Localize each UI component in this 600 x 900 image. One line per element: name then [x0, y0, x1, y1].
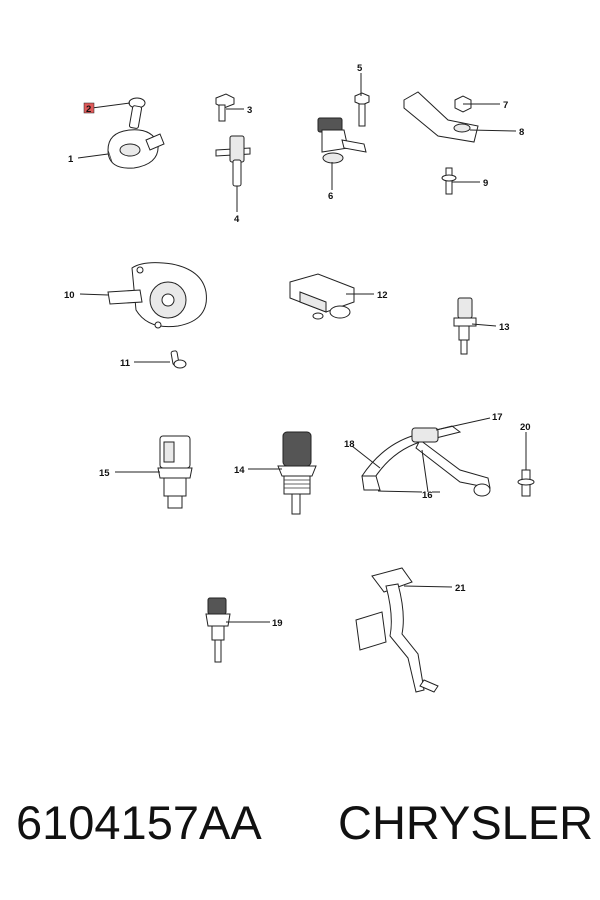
callout-11: 11 — [120, 358, 131, 369]
callout-3: 3 — [247, 105, 252, 116]
callout-16: 16 — [422, 490, 433, 501]
callout-14: 14 — [234, 465, 245, 476]
callout-2: 2 — [86, 104, 91, 115]
part-20-stud — [517, 469, 535, 497]
callout-7: 7 — [503, 100, 508, 111]
callout-17: 17 — [492, 412, 503, 423]
part-9-stud — [441, 167, 457, 195]
part-15-sensor — [157, 435, 193, 509]
callout-1: 1 — [68, 154, 74, 165]
callout-20: 20 — [520, 422, 531, 433]
part-21-harness — [355, 567, 439, 693]
callout-21: 21 — [455, 583, 466, 594]
callout-15: 15 — [99, 468, 110, 479]
callout-10: 10 — [64, 290, 75, 301]
footer: 6104157AA CHRYSLER — [0, 795, 600, 865]
callout-12: 12 — [377, 290, 388, 301]
callout-6: 6 — [328, 191, 333, 202]
callout-4: 4 — [234, 214, 240, 225]
part-4-sensor — [215, 135, 251, 200]
part-1-knock-sensor — [107, 129, 165, 169]
callout-18: 18 — [344, 439, 355, 450]
callout-2-highlight — [83, 102, 95, 114]
callout-8: 8 — [519, 127, 524, 138]
leader-lines — [77, 73, 527, 623]
part-19-sensor — [205, 597, 231, 663]
callout-19: 19 — [272, 618, 283, 629]
part-10-sensor — [107, 262, 207, 329]
brand-name: CHRYSLER — [338, 796, 594, 849]
part-3-bolt — [215, 93, 235, 122]
callout-13: 13 — [499, 322, 510, 333]
part-2-bolt — [128, 97, 146, 129]
part-18-harness — [361, 425, 491, 497]
part-13-temp-sensor — [453, 297, 477, 355]
part-12-map-sensor — [289, 273, 355, 320]
part-6-cam-sensor — [317, 117, 367, 164]
part-5-bolt — [354, 92, 370, 127]
part-11-screw — [170, 350, 187, 369]
part-14-pressure-sensor — [277, 431, 317, 515]
callout-9: 9 — [483, 178, 488, 189]
callout-5: 5 — [357, 63, 363, 74]
part-8-bracket — [403, 91, 479, 143]
part-number: 6104157AA — [16, 796, 262, 849]
callouts: 1 2 3 4 5 6 7 8 9 10 11 12 13 14 15 16 1… — [64, 63, 531, 629]
